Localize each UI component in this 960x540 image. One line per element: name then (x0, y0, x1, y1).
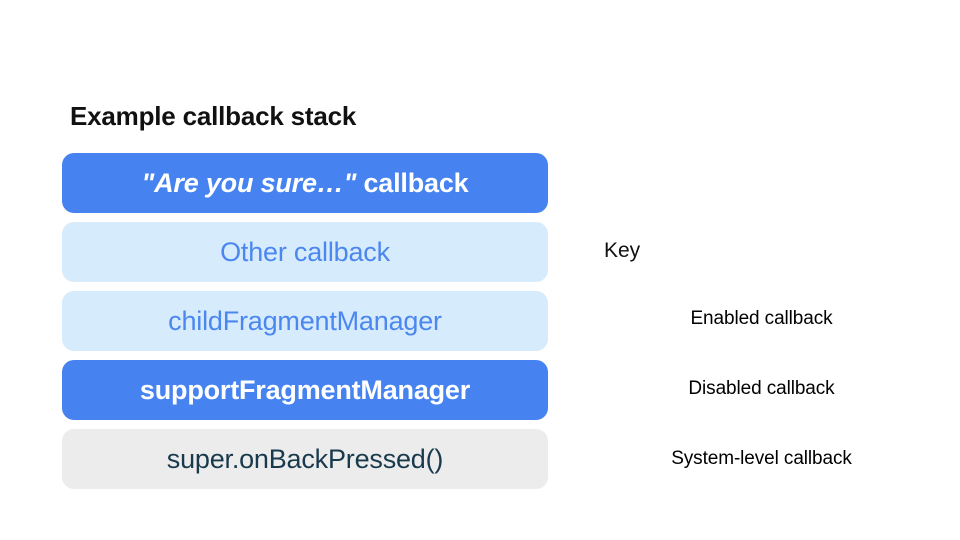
key-legend: Enabled callback Disabled callback Syste… (597, 289, 926, 489)
key-item-enabled-callback: Enabled callback (597, 289, 926, 349)
stack-box-label: supportFragmentManager (139, 374, 471, 405)
key-item-label: Disabled callback (688, 378, 835, 399)
diagram-title: Example callback stack (70, 101, 357, 131)
stack-box-label-quoted: "Are you sure…" (141, 167, 357, 198)
stack-box-supportfragmentmanager: supportFragmentManager (62, 360, 548, 420)
callback-stack: "Are you sure…" callback Other callback … (62, 153, 548, 489)
key-item-system-level-callback: System-level callback (597, 429, 926, 489)
key-item-disabled-callback: Disabled callback (597, 359, 926, 419)
stack-box-are-you-sure-callback: "Are you sure…" callback (62, 153, 548, 213)
stack-box-super-onbackpressed: super.onBackPressed() (62, 429, 548, 489)
stack-box-label: Other callback (220, 236, 390, 267)
stack-box-label: childFragmentManager (168, 305, 442, 336)
key-item-label: System-level callback (671, 448, 852, 469)
stack-box-label: super.onBackPressed() (166, 443, 444, 474)
key-item-label: Enabled callback (690, 308, 833, 329)
stack-box-other-callback: Other callback (62, 222, 548, 282)
stack-box-childfragmentmanager: childFragmentManager (62, 291, 548, 351)
key-heading: Key (604, 239, 641, 262)
stack-box-label-rest: callback (356, 167, 469, 198)
